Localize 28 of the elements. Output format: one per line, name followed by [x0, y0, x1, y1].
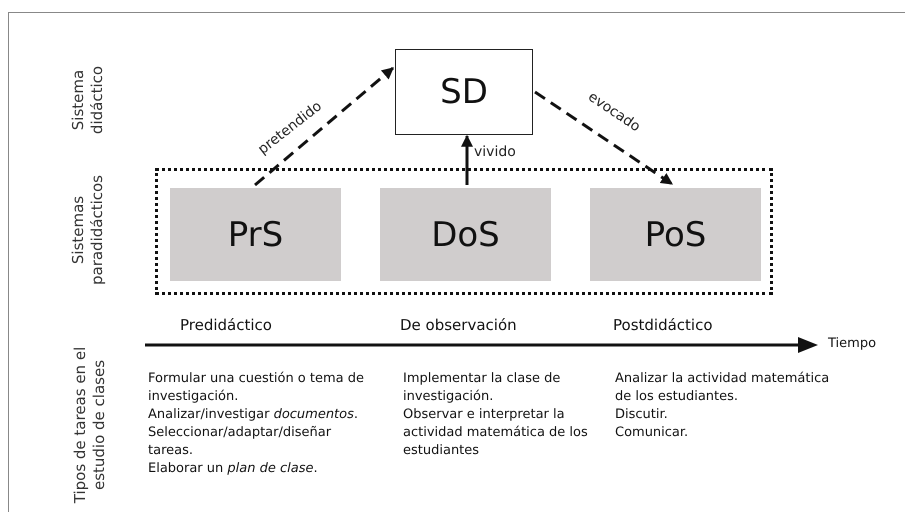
row-label: Tipos de tareas en el estudio de clases — [71, 346, 109, 505]
task-text: Analizar la actividad matemática de los estudiantes. — [615, 370, 830, 406]
arrow — [534, 90, 673, 186]
task-text: Analizar/investigar documentos. — [148, 406, 360, 424]
phase-label: De observación — [400, 316, 517, 334]
arrow — [461, 134, 473, 185]
task-text: Comunicar. — [615, 424, 690, 442]
row-label: Sistemas paradidácticos — [69, 174, 107, 288]
group-frame — [155, 168, 773, 295]
task-text: Elaborar un plan de clase. — [148, 460, 319, 478]
system-box — [170, 188, 341, 281]
system-box — [395, 49, 533, 135]
task-text: Discutir. — [615, 406, 669, 424]
task-text: Observar e interpretar la actividad matemática de los estudiantes — [403, 406, 589, 460]
node-label: PrS — [228, 214, 284, 254]
node-label: DoS — [431, 214, 500, 254]
row-label: Sistema didáctico — [69, 64, 107, 136]
axis-label: Tiempo — [828, 336, 876, 351]
task-text: Formular una cuestión o tema de investigación. — [148, 370, 366, 406]
phase-label: Postdidáctico — [613, 316, 713, 334]
node-label: SD — [440, 72, 488, 112]
task-text: Implementar la clase de investigación. — [403, 370, 562, 406]
system-box — [590, 188, 761, 281]
node-label: PoS — [644, 214, 706, 254]
arrow — [254, 66, 394, 186]
task-text: Seleccionar/adaptar/diseñar tareas. — [148, 424, 332, 460]
phase-label: Predidáctico — [180, 316, 272, 334]
system-box — [380, 188, 551, 281]
